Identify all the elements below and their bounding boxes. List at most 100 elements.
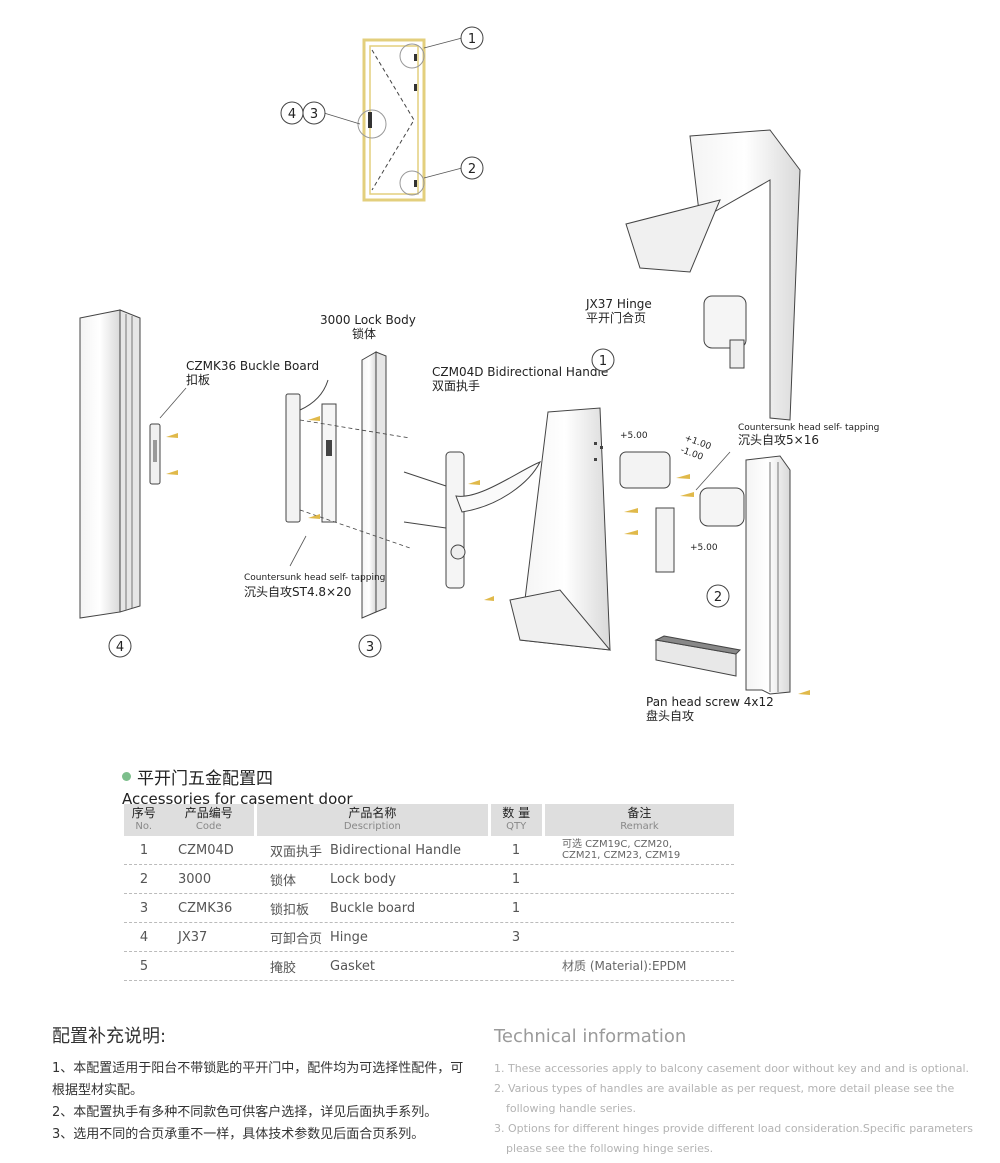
row-no: 1 xyxy=(139,842,149,858)
hinge-label-en: JX37 Hinge xyxy=(585,297,652,311)
number-3-badge: 3 xyxy=(358,634,382,658)
row-desc-cn: 锁扣板 xyxy=(270,902,310,918)
table-row: 5 掩胶 Gasket 材质 (Material):EPDM xyxy=(124,952,734,981)
row-qty: 3 xyxy=(511,929,521,945)
screw-st-label-en: Countersunk head self- tapping xyxy=(244,573,385,583)
technical-info-title: Technical information xyxy=(494,1026,687,1047)
table-row: 2 3000 锁体 Lock body 1 xyxy=(124,865,734,894)
door-number-4-badge: 4 xyxy=(280,101,304,125)
config-note-item: 1、本配置适用于阳台不带锁匙的平开门中，配件均为可选择性配件，可根据型材实配。 xyxy=(52,1061,464,1098)
header-code-en: Code xyxy=(195,821,222,832)
header-qty-en: QTY xyxy=(506,821,527,832)
hardware-exploded-diagram: 1 2 4 3 4 CZMK36 Buckle Board 扣板 xyxy=(79,26,879,723)
frame-profile-4 xyxy=(79,309,187,619)
row-desc-en: Bidirectional Handle xyxy=(330,842,462,858)
accessories-table: 序号 No. 产品编号 Code 产品名称 Description 数 量 QT… xyxy=(124,804,734,981)
header-no: 序号 No. xyxy=(124,804,163,836)
table-row: 4 JX37 可卸合页 Hinge 3 xyxy=(124,923,734,952)
door-frame-schematic xyxy=(323,37,463,202)
door-number-2-badge: 2 xyxy=(460,156,484,180)
row-qty: 1 xyxy=(511,842,521,858)
door-number-1: 1 xyxy=(468,32,476,47)
door-number-3: 3 xyxy=(310,107,318,122)
header-desc: 产品名称 Description xyxy=(254,804,488,836)
technical-info-item: 1. These accessories apply to balcony ca… xyxy=(494,1062,970,1075)
header-remark-en: Remark xyxy=(620,821,659,832)
row-desc-en: Hinge xyxy=(330,929,368,945)
row-remark: 可选 CZM19C, CZM20, CZM21, CZM23, CZM19 xyxy=(542,839,734,861)
handle-label-cn: 双面执手 xyxy=(432,379,480,393)
technical-info-item: 2. Various types of handles are availabl… xyxy=(494,1082,955,1115)
dim-plus5b: +5.00 xyxy=(690,543,718,553)
row-no: 4 xyxy=(139,929,149,945)
hinge-exploded-parts xyxy=(619,451,745,573)
header-remark: 备注 Remark xyxy=(541,804,734,836)
lock-body-label-cn: 锁体 xyxy=(352,326,376,341)
technical-info-en: Technical information 1. These accessori… xyxy=(494,1026,984,1159)
header-desc-cn: 产品名称 xyxy=(348,806,397,820)
table-row: 1 CZM04D 双面执手 Bidirectional Handle 1 可选 … xyxy=(124,836,734,865)
pan-screw-label-cn: 盘头自攻 xyxy=(646,708,694,723)
header-qty-cn: 数 量 xyxy=(502,806,531,820)
technical-info-item: 3. Options for different hinges provide … xyxy=(494,1122,973,1155)
row-remark-line2: CZM21, CZM23, CZM19 xyxy=(562,850,681,861)
number-4: 4 xyxy=(116,640,124,655)
screw-5x16-label-cn: 沉头自攻5×16 xyxy=(738,433,819,447)
buckle-label-cn: 扣板 xyxy=(186,373,210,387)
buckle-label-en: CZMK36 Buckle Board xyxy=(186,359,319,373)
frame-bottom-right xyxy=(654,455,810,695)
table-row: 3 CZMK36 锁扣板 Buckle board 1 xyxy=(124,894,734,923)
section-heading: 平开门五金配置四 Accessories for casement door xyxy=(122,764,742,808)
bullet-dot-icon xyxy=(122,772,131,781)
row-no: 2 xyxy=(139,871,149,887)
number-2: 2 xyxy=(714,590,722,605)
row-no: 5 xyxy=(139,958,149,974)
screw-5x16-label-en: Countersunk head self- tapping xyxy=(738,423,879,433)
row-code: 3000 xyxy=(178,871,212,887)
number-2-badge: 2 xyxy=(706,584,730,608)
door-number-1-badge: 1 xyxy=(460,26,484,50)
config-notes-cn: 配置补充说明: 1、本配置适用于阳台不带锁匙的平开门中，配件均为可选择性配件，可… xyxy=(52,1022,472,1146)
lock-body-3 xyxy=(285,351,411,619)
door-number-2: 2 xyxy=(468,162,476,177)
handle-label-en: CZM04D Bidirectional Handle xyxy=(432,365,608,379)
row-remark-line1: 可选 CZM19C, CZM20, xyxy=(562,839,673,850)
header-qty: 数 量 QTY xyxy=(487,804,542,836)
row-code: CZMK36 xyxy=(178,900,233,916)
screw-st-label-cn: 沉头自攻ST4.8×20 xyxy=(244,585,351,599)
config-note-item: 3、选用不同的合页承重不一样，具体技术参数见后面合页系列。 xyxy=(52,1127,425,1142)
hinge-label-cn: 平开门合页 xyxy=(586,310,646,325)
row-qty: 1 xyxy=(511,871,521,887)
row-desc-cn: 掩胶 xyxy=(270,960,297,976)
dim-plus5: +5.00 xyxy=(620,431,648,441)
header-code: 产品编号 Code xyxy=(163,804,254,836)
row-desc-en: Buckle board xyxy=(330,900,416,916)
frame-top-right xyxy=(625,129,801,421)
row-code: CZM04D xyxy=(178,842,234,858)
row-code: JX37 xyxy=(178,929,208,945)
row-desc-en: Lock body xyxy=(330,871,396,887)
header-remark-cn: 备注 xyxy=(627,806,652,820)
section-title-en: Accessories for casement door xyxy=(122,790,353,808)
header-no-cn: 序号 xyxy=(131,806,156,820)
config-note-item: 2、本配置执手有多种不同款色可供客户选择，详见后面执手系列。 xyxy=(52,1105,438,1120)
header-desc-en: Description xyxy=(343,821,401,832)
row-qty: 1 xyxy=(511,900,521,916)
row-no: 3 xyxy=(139,900,149,916)
number-3: 3 xyxy=(366,640,374,655)
sash-corner-profile xyxy=(509,407,612,651)
section-title-cn: 平开门五金配置四 xyxy=(137,769,273,789)
bidirectional-handle xyxy=(403,451,542,601)
lock-body-label-en: 3000 Lock Body xyxy=(320,313,416,327)
header-no-en: No. xyxy=(135,821,152,832)
row-desc-en: Gasket xyxy=(330,958,375,974)
door-number-4: 4 xyxy=(288,107,296,122)
header-code-cn: 产品编号 xyxy=(184,806,233,820)
number-1-badge: 1 xyxy=(591,348,615,372)
row-desc-cn: 双面执手 xyxy=(270,844,323,860)
number-1: 1 xyxy=(599,354,607,369)
pan-screw-label-en: Pan head screw 4x12 xyxy=(646,695,774,709)
row-desc-cn: 可卸合页 xyxy=(270,931,323,947)
row-desc-cn: 锁体 xyxy=(270,873,297,889)
table-header: 序号 No. 产品编号 Code 产品名称 Description 数 量 QT… xyxy=(124,804,734,836)
